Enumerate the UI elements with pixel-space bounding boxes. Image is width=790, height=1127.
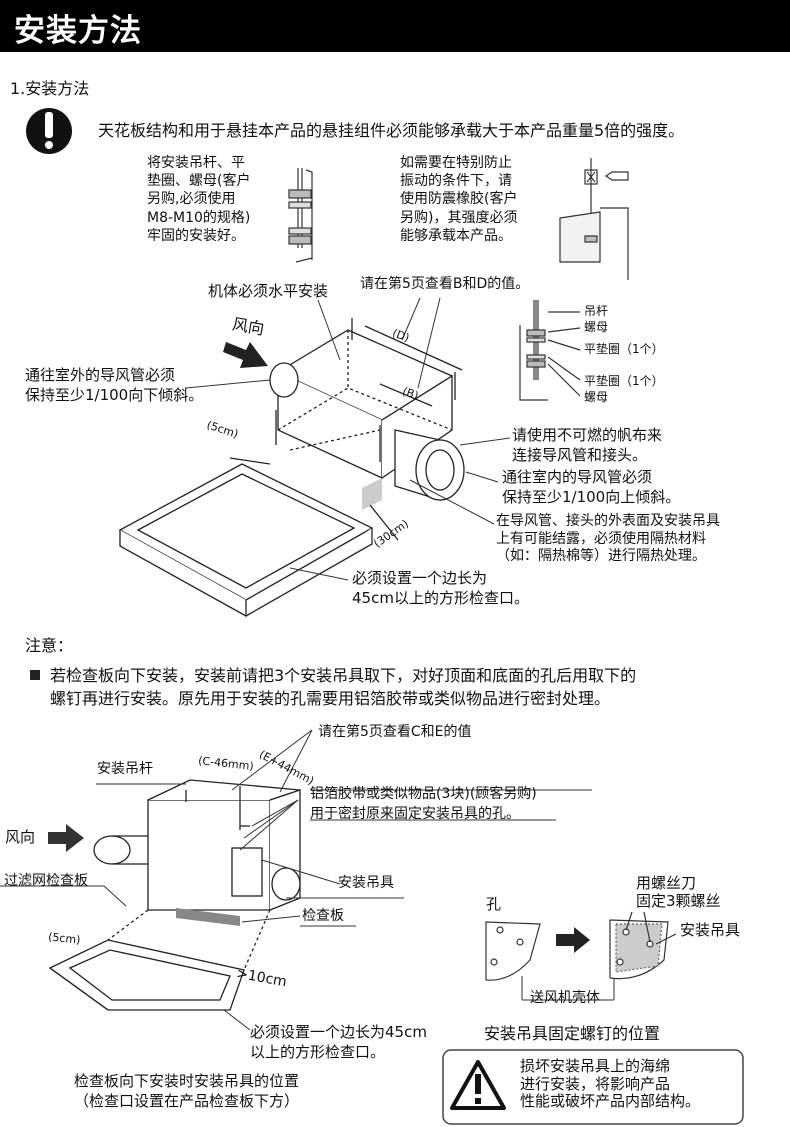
arrow-right-icon xyxy=(556,927,590,953)
bracket-label-3: 安装吊具 xyxy=(680,921,741,939)
foil-tape-label: 铝箔胶带或类似物品(3块)(顾客另购) xyxy=(310,786,537,802)
canvas-connector-note: 请使用不可燃的帆布来 连接导风管和接头。 xyxy=(512,426,663,464)
see-page5-ce-label: 请在第5页查看C和E的值 xyxy=(318,724,472,740)
wind-arrow-icon xyxy=(223,342,268,368)
casing-label: 送风机壳体 xyxy=(530,990,600,1006)
wind-arrow-icon-2 xyxy=(48,824,84,852)
rubber-mount-illustration xyxy=(559,158,629,280)
nut-label-2: 螺母 xyxy=(584,390,609,404)
foil-tape-purpose: 用于密封原来固定安装吊具的孔。 xyxy=(310,806,520,822)
bracket-position-caption: 检查板向下安装时安装吊具的位置 （检查口设置在产品检查板下方） xyxy=(74,1072,300,1111)
screwdriver-note: 用螺丝刀 固定3颗螺丝 xyxy=(636,874,721,910)
bracket-label: 安装吊具 xyxy=(338,875,394,891)
caution-text: 损坏安装吊具上的海绵 进行安装，将影响产品 性能或破坏产品内部结构。 xyxy=(520,1057,701,1111)
screw-position-caption: 安装吊具固定螺钉的位置 xyxy=(484,1024,661,1043)
inspection-panel-label: 检查板 xyxy=(302,908,344,924)
bracket-fixed-illustration xyxy=(609,911,677,980)
fan-unit-diagram-2 xyxy=(48,779,301,1011)
rubber-mount-note: 如需要在特别防止 振动的条件下，请 使用防震橡胶(客户 另购)，其强度必须 能够… xyxy=(400,155,518,244)
rod-nut-illustration xyxy=(288,168,313,263)
exclamation-icon xyxy=(26,108,72,154)
hole-label: 孔 xyxy=(486,895,502,913)
rod-install-note: 将安装吊杆、平 垫圈、螺母(客户 另购,必须使用 M8-M10的规格) 牢固的安… xyxy=(147,155,251,244)
rod-detail-illustration xyxy=(519,300,581,401)
outdoor-duct-note: 通往室外的导风管必须 保持至少1/100向下倾斜。 xyxy=(25,366,204,404)
washer-label-2: 平垫圈（1个） xyxy=(584,374,664,388)
notice-text: 若检查板向下安装，安装前请把3个安装吊具取下，对好顶面和底面的孔后用取下的 螺钉… xyxy=(50,666,637,709)
fan-unit-diagram xyxy=(118,318,465,618)
wind-direction-label-2: 风向 xyxy=(5,828,36,846)
filter-panel-label: 过滤网检查板 xyxy=(4,873,88,889)
see-page5-bd-label: 请在第5页查看B和D的值。 xyxy=(360,276,530,292)
nut-label-1: 螺母 xyxy=(584,320,609,334)
level-install-label: 机体必须水平安装 xyxy=(208,282,329,300)
page-header: 安装方法 xyxy=(0,0,790,52)
page-title: 安装方法 xyxy=(14,13,142,49)
section-heading: 1.安装方法 xyxy=(10,79,90,98)
washer-label-1: 平垫圈（1个） xyxy=(584,342,664,356)
warning-text: 天花板结构和用于悬挂本产品的悬挂组件必须能够承载大于本产品重量5倍的强度。 xyxy=(98,121,685,140)
bullet-icon xyxy=(30,670,40,680)
rod-label: 吊杆 xyxy=(584,304,609,318)
callout-lines-1 xyxy=(185,297,511,581)
access-opening-note-2: 必须设置一个边长为45cm 以上的方形检查口。 xyxy=(250,1023,427,1061)
notice-title: 注意： xyxy=(25,636,74,655)
callout-lines-2 xyxy=(0,729,592,1031)
casing-holes-illustration xyxy=(485,921,541,981)
callout-lines-3 xyxy=(521,976,615,1001)
mounting-rod-label: 安装吊杆 xyxy=(97,761,153,777)
access-opening-note-1: 必须设置一个边长为 45cm以上的方形检查口。 xyxy=(352,569,529,607)
insulation-note: 在导风管、接头的外表面及安装吊具 上有可能结露，必须使用隔热材料 （如：隔热棉等… xyxy=(496,513,720,564)
warning-triangle-icon xyxy=(450,1060,506,1110)
caution-box xyxy=(442,1049,744,1125)
indoor-duct-note: 通往室内的导风管必须 保持至少1/100向上倾斜。 xyxy=(502,468,681,506)
